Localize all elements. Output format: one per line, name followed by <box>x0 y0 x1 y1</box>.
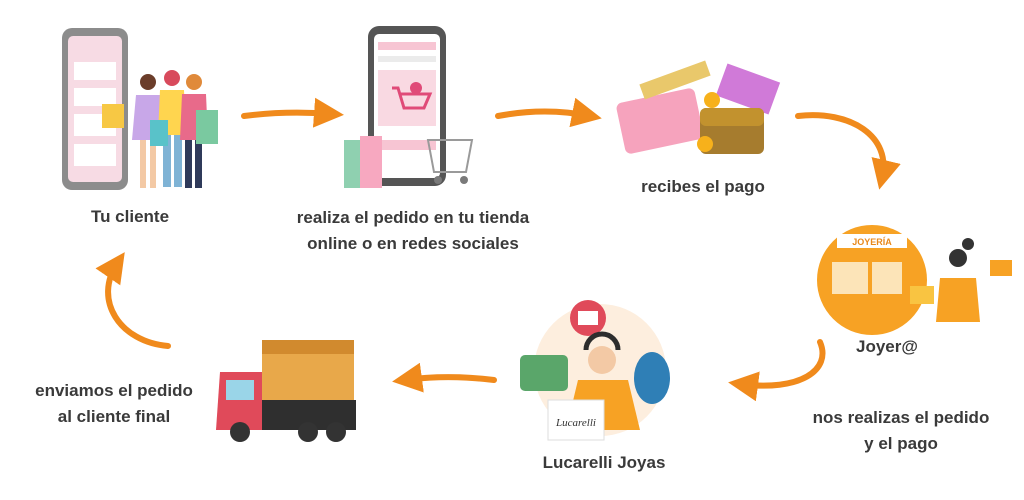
label-realiza-pedido-line2: online o en redes sociales <box>307 234 519 253</box>
order-phone-illustration <box>344 26 474 188</box>
label-enviamos-line1: enviamos el pedido <box>35 381 193 400</box>
arrow-3 <box>795 112 901 190</box>
lucarelli-service-illustration: Lucarelli <box>520 300 670 441</box>
label-enviamos-pedido: enviamos el pedido al cliente final <box>14 378 214 430</box>
arrow-2 <box>495 97 602 128</box>
label-realiza-pedido-line1: realiza el pedido en tu tienda <box>296 208 530 227</box>
arrow-6 <box>95 252 171 349</box>
label-joyero: Joyer@ <box>856 337 918 356</box>
label-recibes-pago: recibes el pago <box>641 177 765 196</box>
lucarelli-logo: Lucarelli <box>555 417 596 429</box>
label-nos-realizas-line2: y el pago <box>864 434 938 453</box>
label-tu-cliente: Tu cliente <box>90 207 170 226</box>
delivery-truck-illustration <box>216 340 356 442</box>
arrow-4 <box>728 339 826 402</box>
label-lucarelli-joyas: Lucarelli Joyas <box>542 453 666 472</box>
label-nos-realizas: nos realizas el pedido y el pago <box>786 405 1016 457</box>
arrow-1 <box>241 97 344 128</box>
payment-illustration <box>616 60 781 154</box>
store-sign: JOYERÍA <box>852 237 892 247</box>
label-nos-realizas-line1: nos realizas el pedido <box>812 408 990 427</box>
jeweler-illustration: JOYERÍA <box>817 225 1012 335</box>
arrow-5 <box>392 362 497 393</box>
customers-phone-illustration <box>62 28 218 190</box>
label-realiza-pedido: realiza el pedido en tu tienda online o … <box>268 205 558 257</box>
label-enviamos-line2: al cliente final <box>57 407 171 426</box>
